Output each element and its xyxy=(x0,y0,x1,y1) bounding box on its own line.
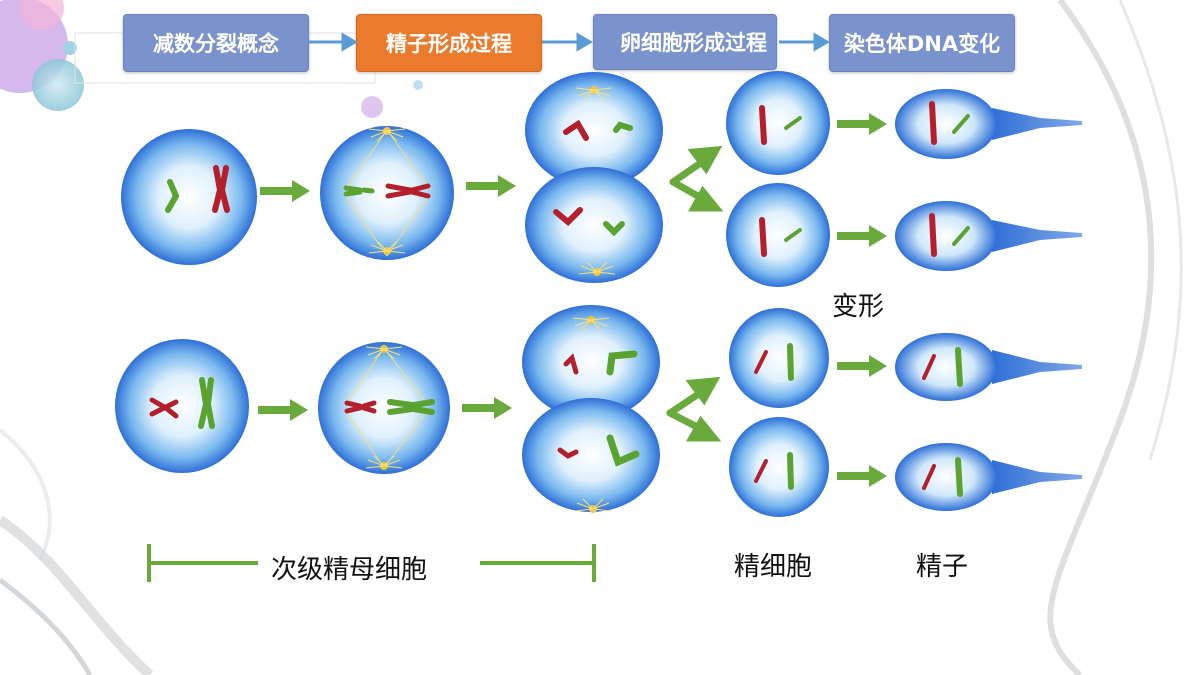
sperm-4 xyxy=(895,443,1082,511)
nav-step-label: 精子形成过程 xyxy=(386,32,512,56)
arrow-right xyxy=(837,113,887,135)
cell-anaphase-top xyxy=(525,72,663,283)
nav-step-meiosis-concept[interactable]: 减数分裂概念 xyxy=(123,14,309,72)
split-arrow-top xyxy=(669,145,724,212)
cell-spermatid-3 xyxy=(729,308,829,408)
cell-metaphase-top xyxy=(320,126,454,260)
nav-step-label: 减数分裂概念 xyxy=(153,32,279,56)
cell-primary-bottom xyxy=(115,339,249,473)
nav-connectors xyxy=(309,32,830,52)
nav-step-egg-formation[interactable]: 卵细胞形成过程 xyxy=(593,14,777,70)
arrow-right xyxy=(837,465,887,487)
label-sperm: 精子 xyxy=(916,552,969,582)
nav-step-label: 染色体DNA变化 xyxy=(843,32,1001,56)
arrow-right xyxy=(258,399,308,421)
arrow-right xyxy=(260,180,310,202)
cell-primary-top xyxy=(121,129,257,265)
sperm-1 xyxy=(895,89,1082,159)
nav-step-label: 卵细胞形成过程 xyxy=(620,31,767,55)
cell-metaphase-bottom xyxy=(318,342,450,474)
cell-spermatid-4 xyxy=(729,417,829,517)
sperm-3 xyxy=(895,333,1082,401)
split-arrow-bottom xyxy=(666,376,722,442)
cell-spermatid-1 xyxy=(726,71,830,175)
arrow-right xyxy=(462,397,512,419)
cell-anaphase-bottom xyxy=(522,305,660,514)
nav-step-sperm-formation[interactable]: 精子形成过程 xyxy=(356,14,542,72)
sperm-2 xyxy=(895,201,1082,271)
nav-step-chromosome-dna-change[interactable]: 染色体DNA变化 xyxy=(829,14,1015,72)
cell-spermatid-2 xyxy=(726,183,830,287)
label-transform: 变形 xyxy=(832,292,885,322)
label-spermatid: 精细胞 xyxy=(734,552,813,582)
arrow-right xyxy=(837,225,887,247)
label-secondary-spermatocyte: 次级精母细胞 xyxy=(271,555,428,585)
secondary-spermatocyte-bracket xyxy=(147,544,596,582)
arrow-right xyxy=(466,175,516,197)
arrow-right xyxy=(837,355,887,377)
